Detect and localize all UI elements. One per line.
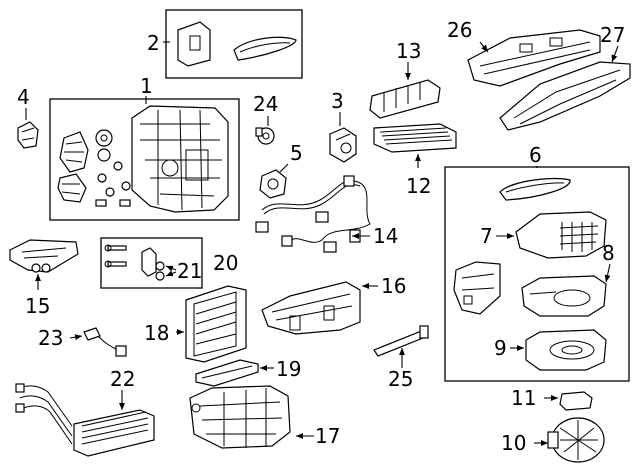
callout-8: 8 [602,241,615,265]
callout-26: 26 [447,18,472,42]
callout-21: 21 [177,259,202,283]
leader-27 [611,45,619,63]
actuator-24 [255,127,275,145]
leader-5 [279,163,289,173]
leader-23 [69,334,83,341]
callout-13: 13 [396,39,421,63]
cabin-air-filter [373,123,457,153]
callout-17: 17 [315,424,340,448]
blower-seal-ring [499,177,571,201]
callout-1: 1 [140,74,153,98]
blower-resistor [559,391,593,411]
callout-25: 25 [388,367,413,391]
door-and-seal-set [177,21,297,67]
expansion-valve-kit [104,244,157,277]
callout-2: 2 [147,31,160,55]
callout-16: 16 [381,274,406,298]
callout-4: 4 [17,85,30,109]
callout-14: 14 [373,224,398,248]
filter-cover [369,79,441,119]
hvac-case-assembly [57,105,229,213]
blower-base-housing [525,329,607,371]
callout-11: 11 [511,386,536,410]
leader-21b [165,270,177,277]
seal-strip [195,359,259,387]
sensor-4 [17,121,39,149]
group-box-20 [100,237,203,289]
actuator-5 [259,169,287,199]
callout-18: 18 [144,321,169,345]
callout-7: 7 [480,224,493,248]
callout-12: 12 [406,174,431,198]
drain-plate [9,239,79,273]
callout-23: 23 [38,326,63,350]
leader-21a [165,265,177,272]
callout-9: 9 [494,336,507,360]
leader-26 [479,41,489,53]
heater-core [15,383,155,457]
group-box-1 [49,98,240,221]
callout-3: 3 [331,89,344,113]
blower-motor [547,417,605,463]
drain-tube [373,325,429,357]
actuator-3 [329,127,357,163]
lower-case [189,385,291,449]
callout-24: 24 [253,92,278,116]
blower-lower-housing [521,275,607,317]
callout-6: 6 [529,143,542,167]
defroster-duct [499,61,631,131]
air-duct [261,281,361,335]
temperature-sensor [83,327,127,357]
callout-15: 15 [25,294,50,318]
callout-19: 19 [276,357,301,381]
blower-upper-housing [515,211,607,259]
group-box-2 [165,9,303,79]
callout-20: 20 [213,251,238,275]
evaporator-core [185,285,247,363]
callout-5: 5 [290,141,303,165]
o-rings [155,261,165,281]
callout-22: 22 [110,367,135,391]
blower-side-panel [453,261,501,315]
callout-27: 27 [600,23,625,47]
callout-10: 10 [501,431,526,455]
upper-air-duct [467,29,601,87]
leader-8 [604,263,611,283]
